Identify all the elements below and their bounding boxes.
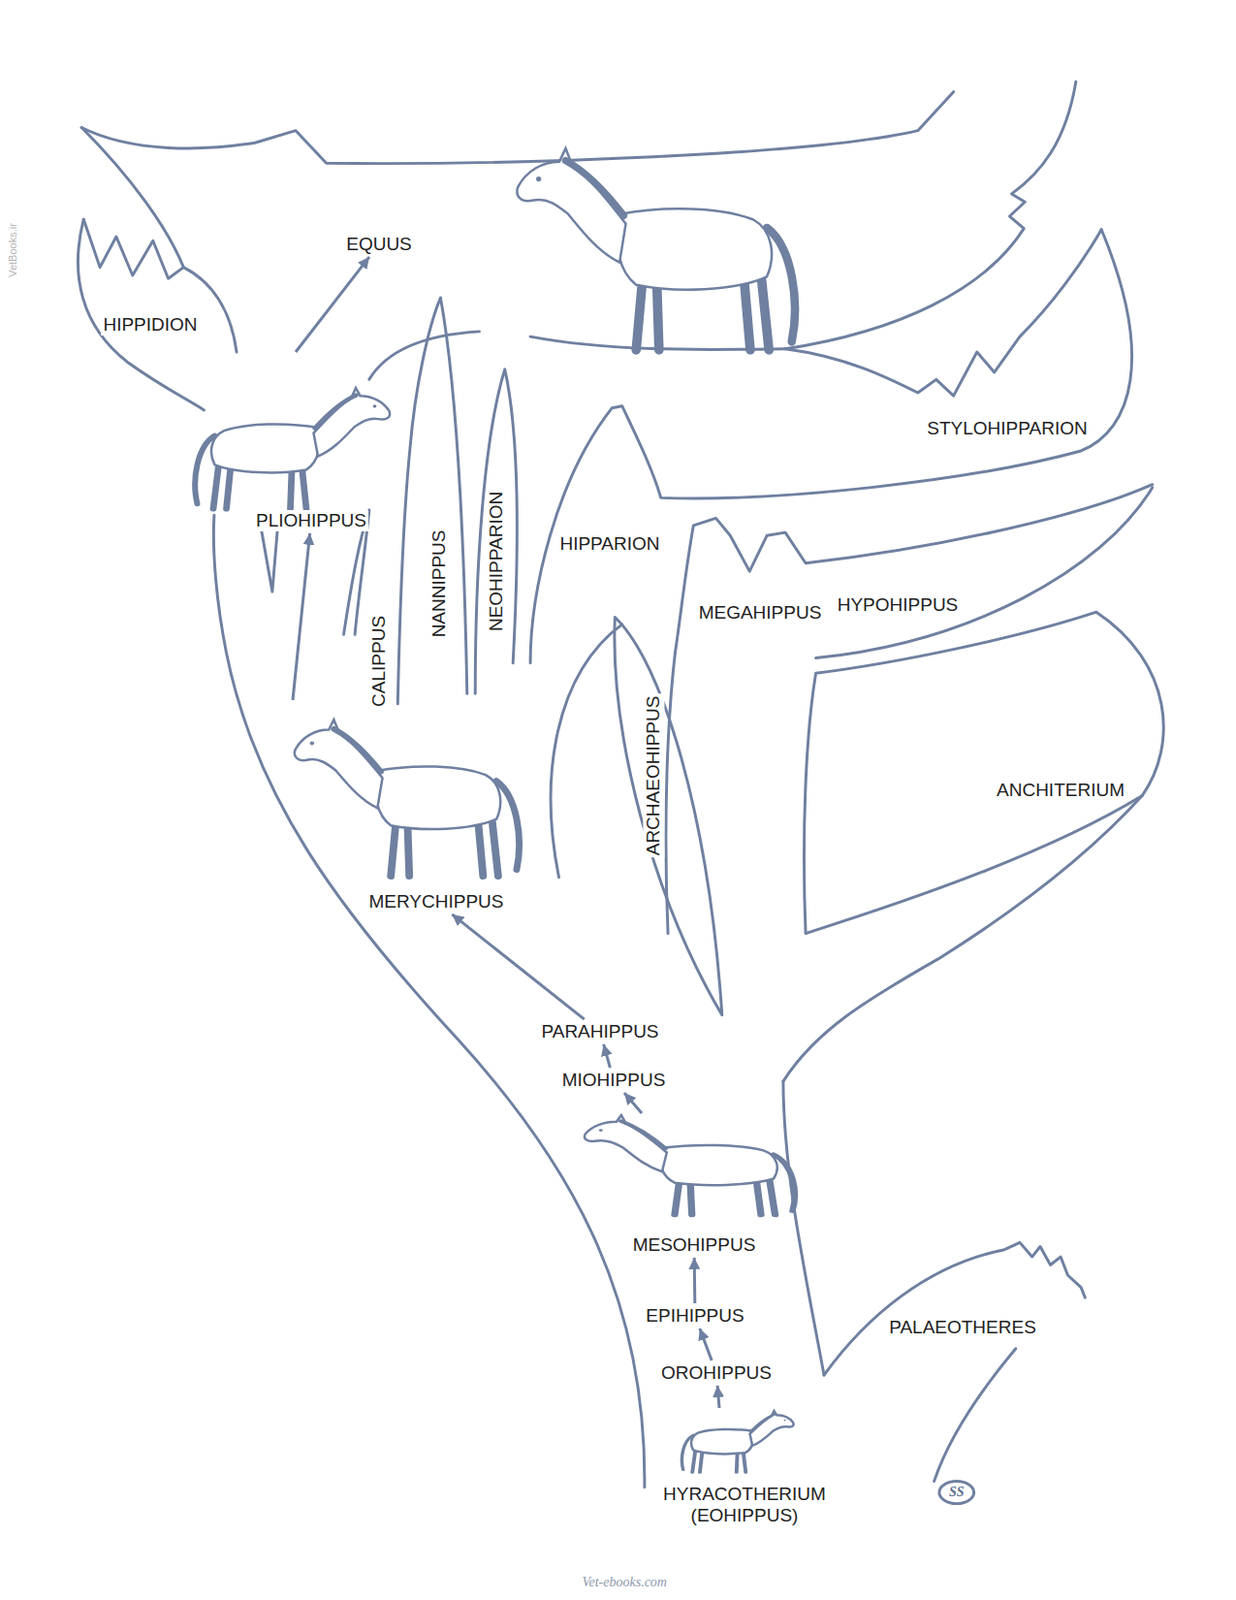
genus-label: PARAHIPPUS	[538, 1020, 661, 1043]
branch-edge	[77, 219, 204, 411]
branch-edge	[550, 624, 623, 878]
branch-edge	[614, 616, 723, 1015]
genus-name: MERYCHIPPUS	[366, 890, 506, 913]
descent-arrow	[693, 1257, 698, 1303]
genus-label: HYRACOTHERIUM (EOHIPPUS)	[652, 1483, 837, 1526]
genus-name: HYRACOTHERIUM (EOHIPPUS)	[652, 1483, 837, 1526]
descent-arrow	[717, 1385, 739, 1482]
watermark: Vet-ebooks.com	[582, 1574, 667, 1590]
watermark: VetBooks.ir	[6, 222, 19, 278]
genus-name: HIPPARION	[557, 533, 662, 555]
descent-arrow	[603, 1044, 611, 1068]
genus-label: OROHIPPUS	[659, 1362, 774, 1384]
signature-mark: SS	[949, 1484, 965, 1500]
genus-name: EPIHIPPUS	[643, 1304, 746, 1327]
descent-arrow	[699, 1328, 712, 1361]
pliohippus-figure	[194, 387, 390, 509]
genus-label: EPIHIPPUS	[643, 1304, 746, 1327]
genus-name: MIOHIPPUS	[560, 1069, 668, 1091]
genus-label: MESOHIPPUS	[631, 1234, 759, 1256]
genus-name: STYLOHIPPARION	[924, 417, 1089, 440]
genus-name: CALIPPUS	[368, 613, 390, 709]
genus-name: PALAEOTHERES	[887, 1316, 1039, 1338]
genus-name: EQUUS	[344, 233, 414, 255]
branch-edge	[783, 795, 1142, 1082]
eohippus-figure	[681, 1410, 793, 1472]
genus-label: CALIPPUS	[368, 613, 390, 709]
descent-arrow	[451, 914, 584, 1019]
genus-name: MESOHIPPUS	[631, 1234, 759, 1256]
genus-label: PLIOHIPPUS	[253, 509, 369, 532]
genus-label: NEOHIPPARION	[485, 489, 508, 634]
signature-ring	[939, 1481, 975, 1504]
merychippus-figure	[294, 719, 520, 876]
branch-edge	[934, 1348, 1016, 1482]
branch-edge	[530, 229, 1132, 664]
descent-arrow	[624, 1092, 690, 1233]
branch-edge	[674, 484, 1152, 654]
branch-edge	[475, 369, 517, 695]
genus-label: MEGAHIPPUS	[697, 602, 824, 624]
genus-label: ANCHITERIUM	[994, 779, 1127, 801]
branch-edge	[803, 611, 1164, 933]
genus-label: HYPOHIPPUS	[835, 594, 961, 616]
genus-name: HIPPIDION	[100, 314, 199, 336]
genus-name: ARCHAEOHIPPUS	[642, 694, 665, 858]
genus-label: HIPPIDION	[100, 314, 199, 336]
branch-outlines	[77, 81, 1164, 1503]
branch-edge	[397, 297, 441, 704]
genus-label: PALAEOTHERES	[887, 1316, 1039, 1338]
genus-label: NANNIPPUS	[427, 528, 449, 640]
genus-name: MEGAHIPPUS	[697, 602, 824, 624]
genus-name: HYPOHIPPUS	[835, 594, 961, 616]
genus-label: STYLOHIPPARION	[924, 417, 1089, 440]
trunk-edge	[783, 1080, 824, 1375]
genus-label: EQUUS	[344, 233, 414, 255]
genus-label: MERYCHIPPUS	[366, 890, 506, 913]
descent-arrow	[292, 533, 428, 889]
branch-edge	[259, 522, 278, 593]
branch-edge	[83, 219, 237, 352]
descent-arrow	[295, 256, 370, 508]
genus-name: NANNIPPUS	[427, 527, 449, 639]
genus-name: PARAHIPPUS	[538, 1020, 661, 1043]
mesohippus-figure	[584, 1114, 795, 1215]
genus-name: ANCHITERIUM	[994, 779, 1127, 801]
genus-label: ARCHAEOHIPPUS	[642, 694, 665, 858]
trunk-edge	[213, 514, 645, 1488]
branch-edge	[816, 487, 1153, 659]
genus-name: NEOHIPPARION	[485, 489, 508, 634]
genus-label: HIPPARION	[557, 533, 662, 555]
genus-name: OROHIPPUS	[659, 1362, 774, 1384]
branch-edge	[785, 229, 1102, 396]
equus-figure	[516, 148, 795, 350]
branch-edge	[785, 81, 1077, 349]
genus-label: MIOHIPPUS	[560, 1069, 668, 1091]
branch-edge	[81, 92, 953, 164]
branch-edge	[369, 331, 480, 380]
branch-edge	[665, 652, 675, 933]
branch-edge	[824, 1241, 1085, 1375]
genus-name: PLIOHIPPUS	[253, 509, 369, 532]
